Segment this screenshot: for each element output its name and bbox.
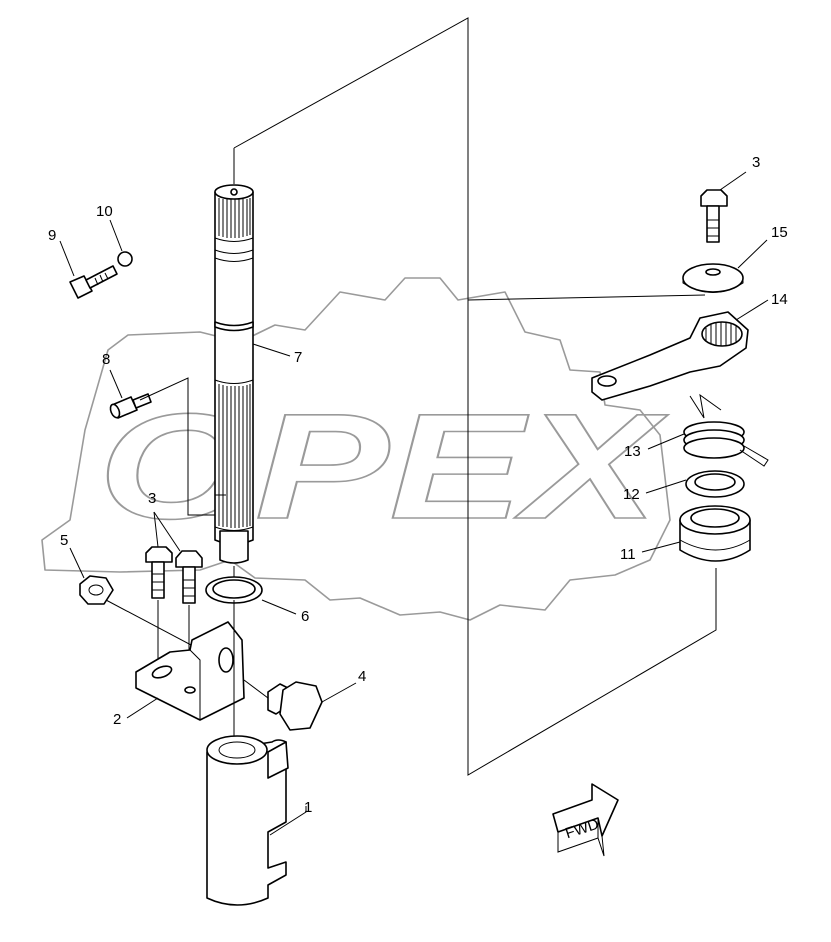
callout-3-left: 3 <box>148 490 156 507</box>
callout-10: 10 <box>96 203 113 220</box>
bracket <box>135 600 245 742</box>
callout-2: 2 <box>113 711 121 728</box>
callout-14: 14 <box>771 291 788 308</box>
o-ring <box>205 576 263 604</box>
spring <box>683 393 769 467</box>
callout-3-right: 3 <box>752 154 760 171</box>
bolt-3-upper-right <box>700 189 728 243</box>
callout-9: 9 <box>48 227 56 244</box>
leader-lines <box>59 171 769 836</box>
callout-labels: 1 2 3 4 5 6 7 8 9 10 11 12 13 14 15 3 <box>48 154 788 816</box>
callout-4: 4 <box>358 668 366 685</box>
callout-12: 12 <box>623 486 640 503</box>
forward-arrow: FWD <box>552 783 619 857</box>
plug <box>243 679 323 731</box>
seal-ring <box>685 470 745 498</box>
capscrew <box>109 377 226 516</box>
bolt-9 <box>69 265 118 299</box>
reference-box <box>233 17 717 776</box>
steering-arm <box>591 311 749 401</box>
callout-15: 15 <box>771 224 788 241</box>
watermark-text: OPEX <box>98 382 669 550</box>
bushing <box>679 505 751 562</box>
callout-11: 11 <box>620 546 636 563</box>
bolt-3-left <box>145 546 173 665</box>
washer <box>682 263 744 293</box>
callout-8: 8 <box>102 351 110 368</box>
callout-13: 13 <box>624 443 641 460</box>
ball <box>117 251 133 267</box>
callout-1: 1 <box>304 799 312 816</box>
watermark: OPEX <box>41 277 671 621</box>
callout-6: 6 <box>301 608 309 625</box>
callout-5: 5 <box>60 532 68 549</box>
housing <box>206 735 289 906</box>
callout-7: 7 <box>294 349 302 366</box>
shaft <box>214 148 254 580</box>
